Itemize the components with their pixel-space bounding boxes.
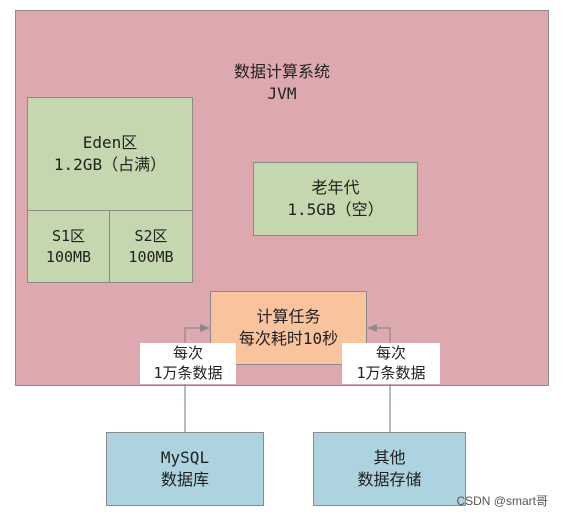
right-flow-line2: 1万条数据 — [356, 364, 426, 383]
eden-region: Eden区 1.2GB（占满） — [27, 97, 193, 211]
eden-detail: 1.2GB（占满） — [53, 155, 167, 174]
other-to-task-arrow — [367, 324, 391, 432]
system-title: 数据计算系统 — [233, 62, 330, 81]
other-source-box: 其他 数据存储 — [313, 432, 466, 506]
mysql-to-task-arrow — [184, 324, 210, 432]
system-subtitle: JVM — [267, 83, 297, 103]
s2-name: S2区 — [134, 227, 168, 246]
s1-name: S1区 — [51, 227, 86, 246]
right-flow-line1: 每次 — [375, 344, 406, 362]
other-detail: 数据存储 — [357, 470, 422, 489]
s2-size: 100MB — [128, 247, 174, 266]
task-detail: 每次耗时10秒 — [238, 329, 339, 348]
old-gen-name: 老年代 — [311, 178, 360, 198]
left-flow-line1: 每次 — [172, 344, 203, 362]
eden-name: Eden区 — [82, 133, 138, 153]
right-flow-label: 每次 1万条数据 — [342, 343, 440, 384]
watermark: CSDN @smart哥 — [456, 494, 548, 508]
mysql-detail: 数据库 — [160, 470, 209, 489]
mysql-name: MySQL — [160, 448, 210, 468]
s2-region: S2区 100MB — [109, 210, 193, 283]
s1-size: 100MB — [45, 247, 92, 266]
left-flow-label: 每次 1万条数据 — [140, 343, 236, 384]
jvm-title: 数据计算系统 JVM — [16, 61, 548, 104]
old-gen-detail: 1.5GB（空） — [287, 200, 384, 219]
task-name: 计算任务 — [256, 307, 321, 327]
other-name: 其他 — [373, 448, 406, 468]
mysql-source-box: MySQL 数据库 — [106, 432, 264, 506]
left-flow-line2: 1万条数据 — [153, 364, 223, 383]
s1-region: S1区 100MB — [27, 210, 110, 283]
compute-task-box: 计算任务 每次耗时10秒 — [210, 291, 367, 365]
old-gen-region: 老年代 1.5GB（空） — [253, 162, 418, 236]
